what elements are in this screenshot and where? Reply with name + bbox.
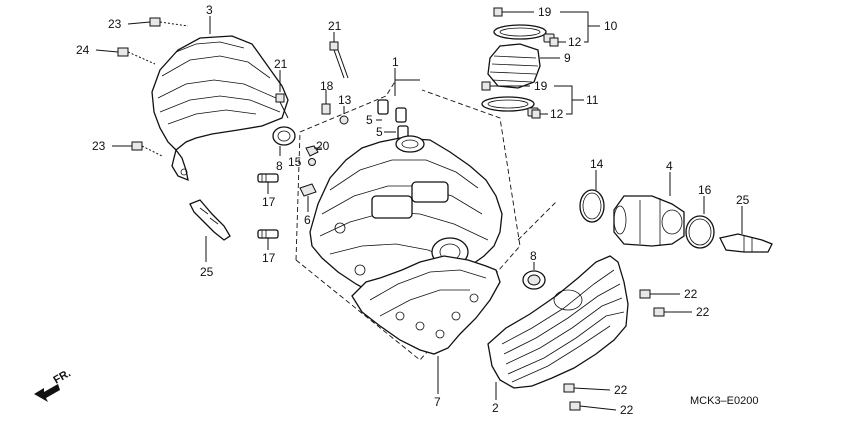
bolt-21-upper [329, 32, 349, 79]
callout-6: 6 [304, 213, 311, 227]
o-ring-16 [685, 196, 715, 249]
callout-15: 15 [288, 155, 302, 169]
callout-21-upper: 21 [328, 19, 342, 33]
callout-8-right: 8 [530, 249, 537, 263]
callout-16: 16 [698, 183, 712, 197]
callout-4: 4 [666, 159, 673, 173]
part-20 [305, 145, 322, 157]
spark-plug-25-left [189, 199, 231, 262]
part-18 [321, 90, 331, 115]
front-direction-arrow: FR. [34, 367, 73, 402]
callout-22-d: 22 [620, 403, 634, 417]
bolt-23-upper [127, 17, 189, 27]
callout-7: 7 [434, 395, 441, 409]
seal-8-right [522, 262, 546, 290]
spark-plug-25-right [719, 206, 773, 253]
clamp-10 [493, 24, 555, 43]
callout-5-upper: 5 [366, 113, 373, 127]
callout-23-upper: 23 [108, 17, 122, 31]
assembly-outline [295, 79, 521, 361]
callout-9: 9 [564, 51, 571, 65]
nut-12-upper [549, 37, 566, 47]
callout-1: 1 [392, 55, 399, 69]
cylinder-head-cover [151, 35, 289, 182]
callout-13: 13 [338, 93, 352, 107]
clamp-11 [481, 96, 539, 117]
callout-19-lower: 19 [534, 79, 548, 93]
bracket-11 [554, 85, 584, 115]
callout-17-lower: 17 [262, 251, 276, 265]
bolt-19-upper [493, 7, 534, 17]
part-13 [339, 106, 349, 125]
front-label: FR. [52, 367, 73, 386]
callout-17-upper: 17 [262, 195, 276, 209]
nut-12-lower [531, 109, 548, 119]
callout-2: 2 [492, 401, 499, 415]
callout-11: 11 [586, 93, 599, 107]
callout-10: 10 [604, 19, 618, 33]
side-cover-2 [487, 255, 629, 400]
callout-19-upper: 19 [538, 5, 552, 19]
bolt-19-lower [481, 81, 530, 91]
callout-8-left: 8 [276, 159, 283, 173]
stud-17-upper [257, 173, 279, 194]
seal-8-left [272, 126, 296, 156]
intake-tube-4 [613, 172, 685, 247]
bolt-22-b [653, 307, 692, 317]
callout-18: 18 [320, 79, 334, 93]
callout-25-right: 25 [736, 193, 750, 207]
part-15 [308, 158, 316, 166]
callout-25-left: 25 [200, 265, 214, 279]
bolt-22-c [563, 383, 611, 393]
callout-3: 3 [206, 3, 213, 17]
stud-17-lower [257, 229, 279, 250]
dowel-pins-5 [376, 99, 409, 141]
callout-23-lower: 23 [92, 139, 106, 153]
callout-22-b: 22 [696, 305, 710, 319]
callout-22-a: 22 [684, 287, 698, 301]
callout-20: 20 [316, 139, 330, 153]
bolt-22-a [639, 289, 680, 299]
callout-5-lower: 5 [376, 125, 383, 139]
head-gasket [351, 255, 501, 394]
bolt-21-lower [275, 70, 289, 119]
callout-12-upper: 12 [568, 35, 582, 49]
callout-21-lower: 21 [274, 57, 288, 71]
bolt-23-lower [112, 141, 163, 157]
bolt-24 [95, 47, 156, 65]
callout-24: 24 [76, 43, 90, 57]
diagram-code: MCK3–E0200 [690, 395, 759, 407]
callout-12-lower: 12 [550, 107, 564, 121]
bracket-10 [560, 11, 600, 43]
part-6 [299, 183, 317, 212]
bolt-22-d [569, 401, 617, 411]
callout-22-c: 22 [614, 383, 628, 397]
o-ring-14 [579, 170, 605, 223]
callout-14: 14 [590, 157, 604, 171]
intake-boot-9 [487, 43, 560, 89]
